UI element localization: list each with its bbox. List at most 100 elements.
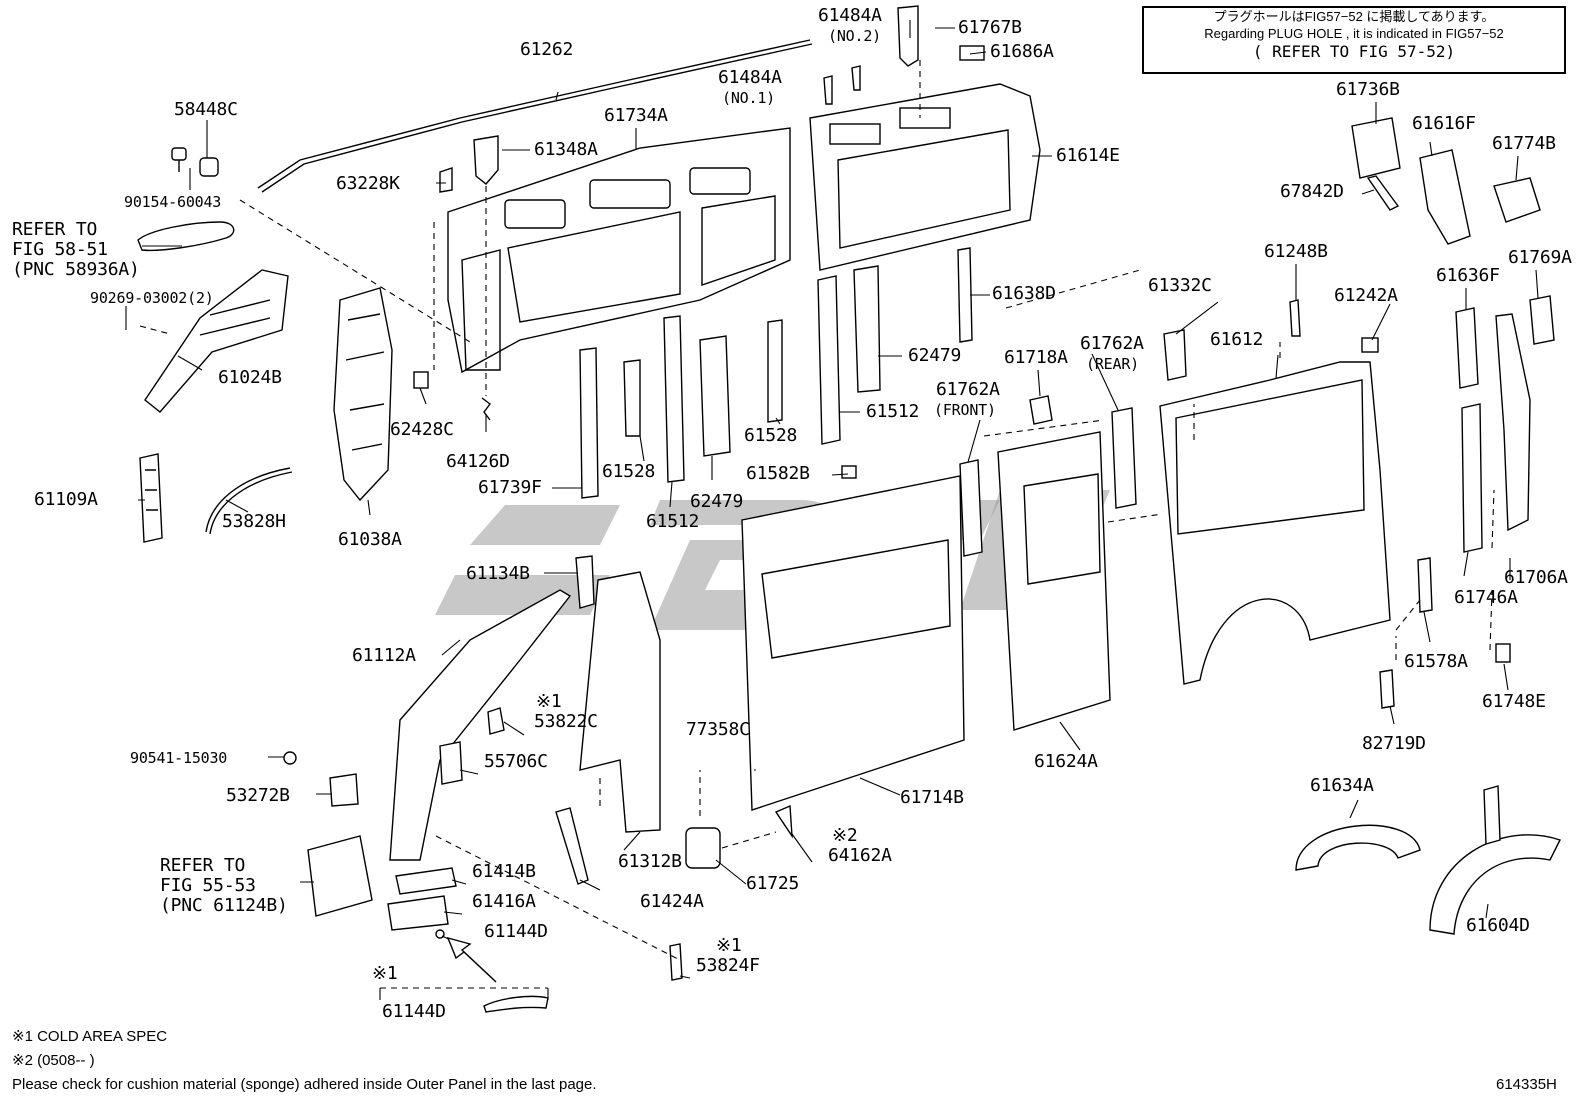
- part-61686a-bracket: [959, 45, 985, 61]
- label-61262: 61262: [520, 39, 574, 60]
- label-61512-a: 61512: [866, 401, 920, 422]
- label-62479-b: 62479: [690, 491, 744, 512]
- label-61312b: 61312B: [618, 851, 682, 872]
- label-61528-b: 61528: [602, 461, 656, 482]
- refer-note-jp: プラグホールはFIG57−52 に掲載してあります。: [1213, 9, 1495, 24]
- label-61767b: 61767B: [958, 17, 1022, 38]
- ref-fig5553-line2: FIG 55-53: [160, 875, 256, 896]
- footnote-cushion: Please check for cushion material (spong…: [12, 1076, 597, 1093]
- label-61484a-no1: 61484A: [718, 67, 782, 88]
- label-82719d: 82719D: [1362, 733, 1426, 754]
- label-53824f: 53824F: [696, 955, 760, 976]
- label-90541-15030: 90541-15030: [130, 749, 228, 767]
- part-61614e-panel: [809, 83, 1041, 271]
- footnote-date: ※2 (0508-- ): [12, 1052, 95, 1069]
- part-90541-clip: [283, 751, 297, 765]
- part-61424a-strip: [555, 807, 589, 885]
- ref-fig5553-line1: REFER TO: [160, 855, 246, 876]
- label-61024b: 61024B: [218, 367, 282, 388]
- label-61624a: 61624A: [1034, 751, 1098, 772]
- label-61739f: 61739F: [478, 477, 542, 498]
- part-61112a-pillar: [389, 589, 572, 861]
- label-mark1-c: ※1: [372, 963, 398, 984]
- label-90269-03002: 90269-03002(2): [90, 289, 214, 307]
- label-58448c: 58448C: [174, 99, 238, 120]
- label-61714b: 61714B: [900, 787, 964, 808]
- label-61734a: 61734A: [604, 105, 668, 126]
- label-mark1-a: ※1: [536, 691, 562, 712]
- part-53828h-strip: [205, 467, 293, 535]
- part-61124b-panel: [307, 835, 373, 917]
- part-62479-pillar-b: [699, 335, 731, 457]
- part-61484a-no2: [897, 5, 919, 67]
- part-61706a-pillar: [1495, 313, 1531, 532]
- label-61748e: 61748E: [1482, 691, 1546, 712]
- label-53828h: 53828H: [222, 511, 286, 532]
- part-58448c-clip: [171, 147, 219, 177]
- label-61248b: 61248B: [1264, 241, 1328, 262]
- refer-note-en: Regarding PLUG HOLE , it is indicated in…: [1204, 26, 1504, 41]
- label-rear: (REAR): [1086, 355, 1139, 373]
- ref-fig5553-line3: (PNC 61124B): [160, 895, 288, 916]
- part-61638d-pillar: [957, 247, 973, 343]
- label-61638d: 61638D: [992, 283, 1056, 304]
- part-61348a-bracket: [473, 135, 499, 185]
- label-61634a: 61634A: [1310, 775, 1374, 796]
- label-90154-60043: 90154-60043: [124, 193, 222, 211]
- label-63228k: 63228K: [336, 173, 400, 194]
- label-61614e: 61614E: [1056, 145, 1120, 166]
- label-61414b: 61414B: [472, 861, 536, 882]
- label-61725: 61725: [746, 873, 800, 894]
- part-62479-pillar-a: [853, 265, 881, 393]
- part-61484a-no1: [823, 65, 861, 105]
- label-no1: (NO.1): [722, 89, 775, 107]
- part-61612-quarter-panel: [1159, 361, 1391, 685]
- ref-fig5851-line2: FIG 58-51: [12, 239, 108, 260]
- label-62479-a: 62479: [908, 345, 962, 366]
- part-61134b-bracket: [575, 555, 595, 609]
- label-61424a: 61424A: [640, 891, 704, 912]
- part-61714b-panel: [741, 475, 965, 811]
- part-61512-pillar-a: [817, 275, 841, 445]
- label-61718a: 61718A: [1004, 347, 1068, 368]
- part-67842d-strip: [1366, 175, 1400, 211]
- label-55706c: 55706C: [484, 751, 548, 772]
- label-67842d: 67842D: [1280, 181, 1344, 202]
- diagram-id: 614335H: [1496, 1076, 1557, 1093]
- part-61616f-bracket: [1419, 149, 1471, 245]
- part-61312b-pillar: [579, 571, 661, 833]
- label-61762a-front: 61762A: [936, 379, 1000, 400]
- assembly-dashes: [139, 60, 1495, 1000]
- part-61718a-bracket: [1029, 395, 1053, 425]
- part-61262-drip-molding: [257, 39, 813, 193]
- label-61762a-rear: 61762A: [1080, 333, 1144, 354]
- label-77358c: 77358C: [686, 719, 750, 740]
- part-61769a-bracket: [1529, 295, 1555, 345]
- part-61762a-rear: [1111, 407, 1137, 509]
- part-61582b-clip: [841, 465, 857, 479]
- part-62428c-clip: [413, 371, 429, 389]
- part-61414b-bracket: [395, 867, 457, 895]
- label-61144d-a: 61144D: [484, 921, 548, 942]
- refer-note-box: プラグホールはFIG57−52 に掲載してあります。 Regarding PLU…: [1142, 6, 1566, 74]
- label-61706a: 61706A: [1504, 567, 1568, 588]
- part-61528-pillar-b: [623, 359, 641, 437]
- part-53824f-bracket: [669, 943, 683, 981]
- label-61348a: 61348A: [534, 139, 598, 160]
- part-61332c-bracket: [1163, 329, 1187, 381]
- label-61746a: 61746A: [1454, 587, 1518, 608]
- label-61144d-b: 61144D: [382, 1001, 446, 1022]
- part-61748e-clip: [1495, 643, 1511, 663]
- label-61332c: 61332C: [1148, 275, 1212, 296]
- part-61746a-pillar: [1461, 403, 1483, 553]
- label-61242a: 61242A: [1334, 285, 1398, 306]
- part-61604d-wheelhouse: [1429, 785, 1561, 935]
- label-64162a: 64162A: [828, 845, 892, 866]
- part-53822c-bracket: [487, 707, 505, 735]
- label-61416a: 61416A: [472, 891, 536, 912]
- label-mark2: ※2: [832, 825, 858, 846]
- label-61109a: 61109A: [34, 489, 98, 510]
- ref-fig5851-line1: REFER TO: [12, 219, 98, 240]
- part-82719d-plate: [1379, 669, 1395, 709]
